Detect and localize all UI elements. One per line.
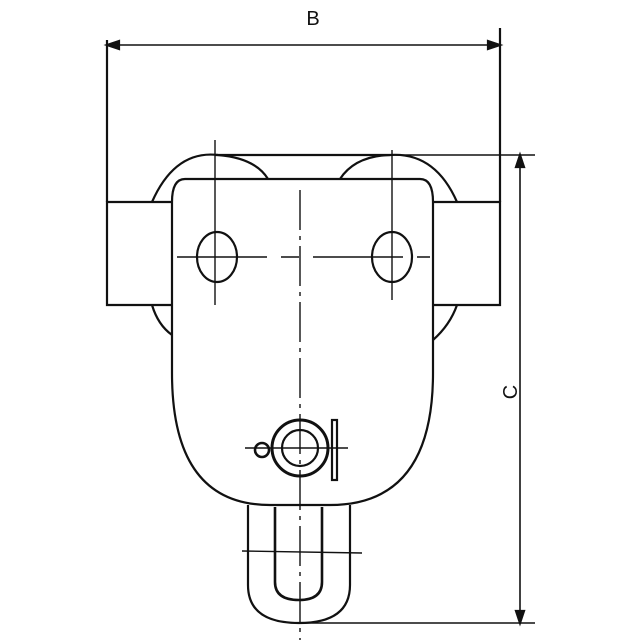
dimension-b-label: B [306, 8, 319, 30]
side-plate [170, 177, 435, 507]
dimension-c-label: C [500, 385, 522, 399]
beam-flange [105, 200, 502, 307]
hook-slot [273, 507, 324, 602]
dimension-b: B [103, 8, 504, 202]
suspension-bolt [245, 418, 348, 482]
centerlines [177, 140, 430, 640]
wheel-right [339, 153, 459, 203]
hook-shackle [246, 505, 352, 625]
